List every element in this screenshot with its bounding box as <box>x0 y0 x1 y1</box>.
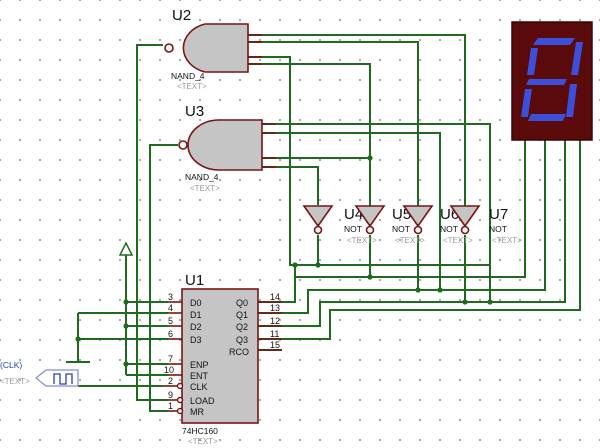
u1-pin-label-d2: D2 <box>190 322 202 332</box>
clock-source[interactable]: (CLK) <TEXT> <box>0 360 79 387</box>
u1-pin-num-clk: 2 <box>168 376 173 386</box>
u7-text: <TEXT> <box>492 236 522 245</box>
u7-ref: U7 <box>489 206 508 223</box>
not-gate-u5[interactable]: U5 NOT <TEXT> <box>354 205 425 245</box>
u1-pin-label-clk: CLK <box>190 382 208 392</box>
u3-text: <TEXT> <box>190 184 220 193</box>
not-gate-u7[interactable]: U7 NOT <TEXT> <box>449 205 522 245</box>
u1-pin-num-q0: 14 <box>270 292 280 302</box>
wires <box>77 34 581 412</box>
nand-gate-u2[interactable]: U2 NAND_4 <TEXT> <box>164 7 262 91</box>
wire-u2-in3 <box>248 56 490 266</box>
wire-u2-out <box>136 44 168 401</box>
u4-text: <TEXT> <box>347 236 377 245</box>
u1-pin-label-d1: D1 <box>190 310 202 320</box>
clock-text: <TEXT> <box>0 377 30 386</box>
u2-type: NAND_4 <box>171 71 205 81</box>
counter-ic-u1[interactable]: 3 D0 4 D1 5 D2 6 D3 7 ENP 10 ENT 2 CLK 9… <box>162 272 282 446</box>
u1-pin-label-q3: Q3 <box>236 335 248 345</box>
u1-pin-num-load: 9 <box>168 390 173 400</box>
u1-pin-num-d1: 4 <box>168 303 173 313</box>
u1-text: <TEXT> <box>188 437 218 446</box>
digit-segments <box>521 38 583 121</box>
power-symbol[interactable] <box>118 241 134 256</box>
u1-pin-num-q2: 12 <box>270 316 280 326</box>
u4-type: NOT <box>344 224 362 234</box>
wire-u2-in1 <box>248 34 466 210</box>
u6-text: <TEXT> <box>443 236 473 245</box>
u1-pin-num-d0: 3 <box>168 292 173 302</box>
wire-u2-in2 <box>248 41 419 210</box>
wire-q1 <box>258 140 546 314</box>
u2-text: <TEXT> <box>177 82 207 91</box>
wire-u3-in2 <box>262 132 441 290</box>
u1-pin-label-q1: Q1 <box>236 310 248 320</box>
u1-pin-label-q2: Q2 <box>236 322 248 332</box>
u1-ref: U1 <box>185 272 204 289</box>
u1-pin-label-enp: ENP <box>190 360 209 370</box>
u1-pin-label-d3: D3 <box>190 335 202 345</box>
u3-type: NAND_4 <box>185 172 219 182</box>
u1-pin-label-mr: MR <box>190 407 204 417</box>
u1-type: 74HC160 <box>182 426 218 436</box>
u1-pin-label-rco: RCO <box>229 347 249 357</box>
u1-pin-label-load: LOAD <box>190 396 215 406</box>
u2-ref: U2 <box>172 7 191 24</box>
u3-ref: U3 <box>185 103 204 120</box>
u1-pin-num-d2: 5 <box>168 316 173 326</box>
u5-text: <TEXT> <box>395 236 425 245</box>
u6-type: NOT <box>440 224 458 234</box>
wire-u3-in1 <box>262 123 491 302</box>
seven-segment-display[interactable] <box>511 21 593 141</box>
clock-label: (CLK) <box>0 360 22 370</box>
u1-pin-label-q0: Q0 <box>236 298 248 308</box>
u1-pin-label-ent: ENT <box>190 371 209 381</box>
wire-u2-in4 <box>248 63 371 210</box>
wire-q3 <box>258 140 581 340</box>
u1-pin-num-enp: 7 <box>168 354 173 364</box>
u1-pin-num-d3: 6 <box>168 329 173 339</box>
junction-nodes <box>75 155 493 367</box>
u1-pin-num-rco: 15 <box>270 340 280 350</box>
u1-pin-num-mr: 1 <box>168 401 173 411</box>
u5-type: NOT <box>392 224 410 234</box>
u7-type: NOT <box>489 224 507 234</box>
nand-gate-u3[interactable]: U3 NAND_4 <TEXT> <box>178 103 276 193</box>
wire-q2 <box>258 140 566 327</box>
u1-pin-label-d0: D0 <box>190 298 202 308</box>
wire-u3-in4 <box>262 166 319 205</box>
wire-u3-out <box>149 144 178 412</box>
u1-pin-num-ent: 10 <box>164 365 174 375</box>
u1-pin-num-q1: 13 <box>270 303 280 313</box>
u1-pin-num-q3: 11 <box>270 329 279 339</box>
